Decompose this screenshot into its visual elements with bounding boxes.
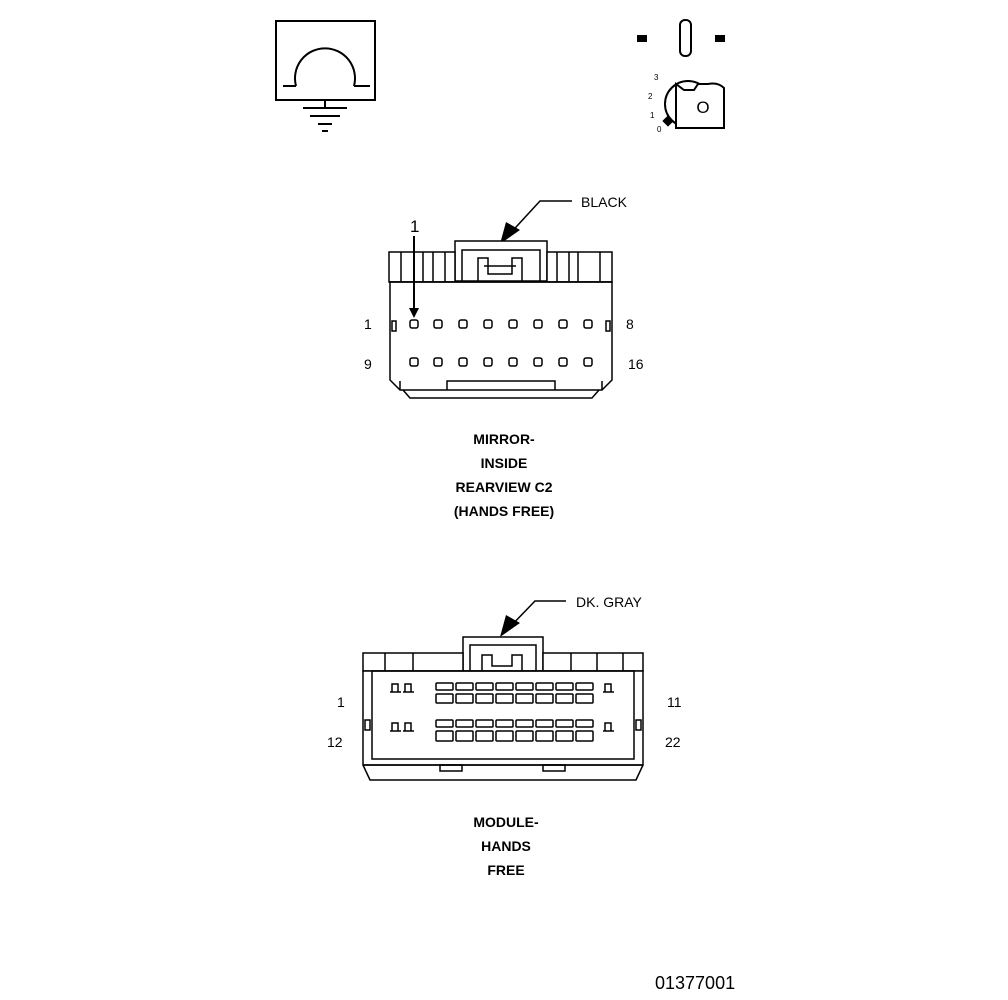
c2-pin-marker: 1 [410,217,419,236]
c2-color-label: BLACK [581,194,628,210]
connector-module [362,600,644,781]
c2-pin-top-right: 8 [626,316,634,332]
module-pin-bottom-right: 22 [665,734,681,750]
ground-symbol-icon [275,20,376,132]
c2-title-line-2: INSIDE [481,455,528,471]
c2-pin-top-left: 1 [364,316,372,332]
key-letter: O [696,98,709,117]
module-title: MODULE- HANDS FREE [473,814,539,878]
ignition-position-3: 3 [654,73,659,82]
module-title-line-3: FREE [487,862,524,878]
figure-id: 01377001 [655,973,735,993]
c2-pin-row-bottom [409,357,593,367]
module-pin-top-right: 11 [667,694,682,710]
c2-pin-bottom-right: 16 [628,356,644,372]
module-title-line-1: MODULE- [473,814,539,830]
c2-title-line-4: (HANDS FREE) [454,503,554,519]
ignition-position-0: 0 [657,125,662,134]
ignition-key-icon: O 3 2 1 0 [637,19,725,134]
c2-pin-row-top [409,319,593,329]
c2-pin-bottom-left: 9 [364,356,372,372]
connector-c2 [388,200,613,399]
module-pin-row-bottom [390,719,614,742]
module-pin-top-left: 1 [337,694,345,710]
module-pin-bottom-left: 12 [327,734,343,750]
module-pin-row-top [390,682,614,704]
c2-title-line-1: MIRROR- [473,431,535,447]
ignition-position-1: 1 [650,111,655,120]
c2-title-line-3: REARVIEW C2 [456,479,553,495]
ignition-position-2: 2 [648,92,653,101]
module-title-line-2: HANDS [481,838,531,854]
module-color-label: DK. GRAY [576,594,643,610]
c2-title: MIRROR- INSIDE REARVIEW C2 (HANDS FREE) [454,431,554,519]
